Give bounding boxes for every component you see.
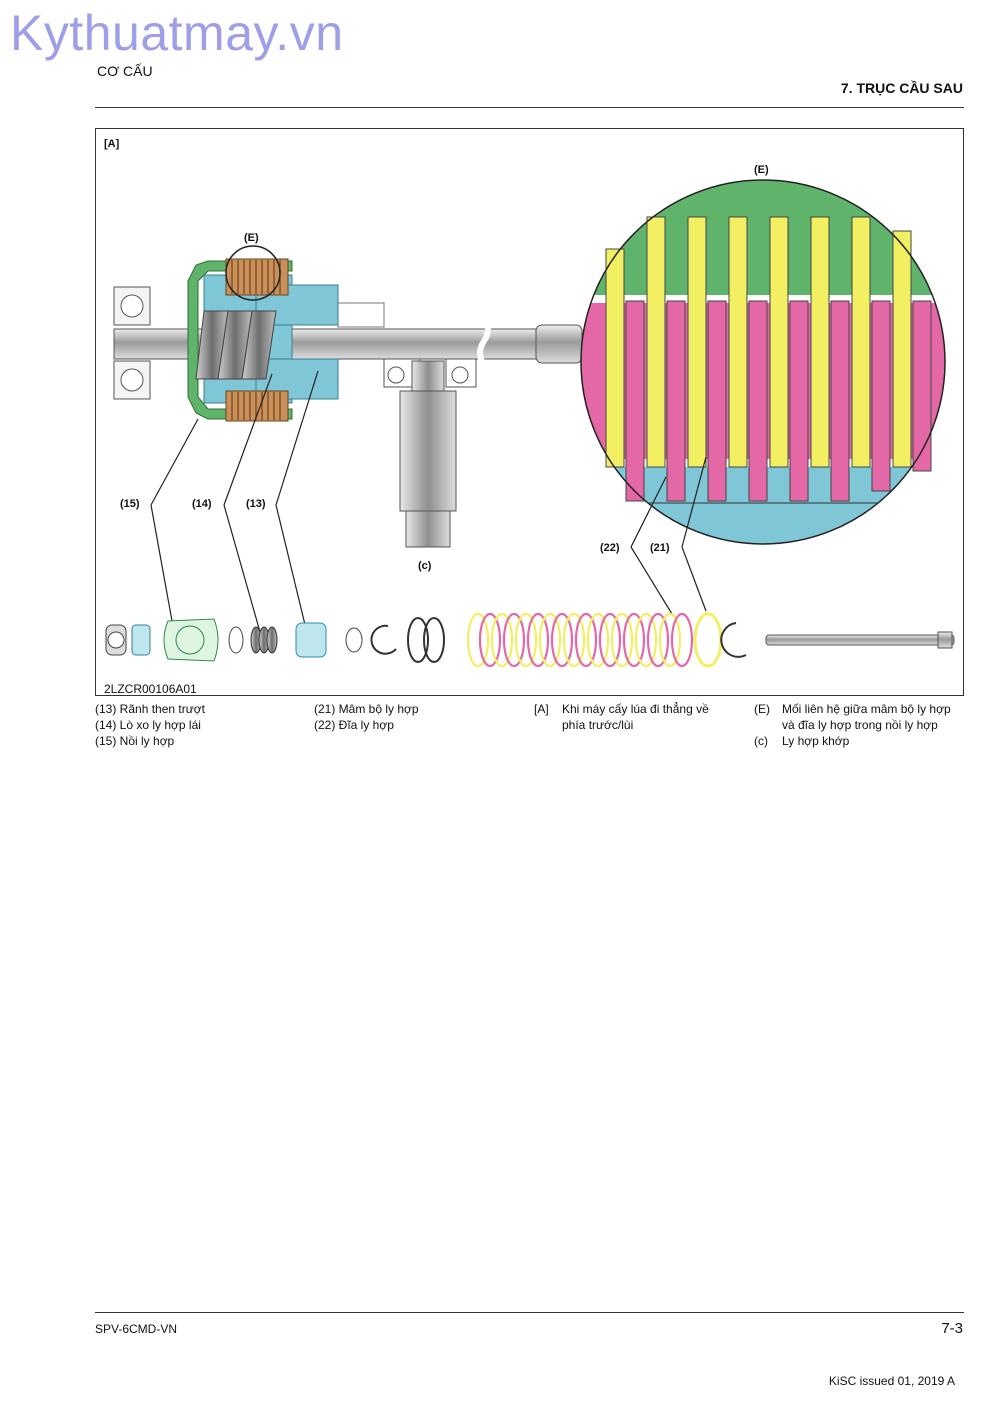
clutch-disc-ring: [574, 612, 598, 668]
clutch-plate-ring: [693, 612, 723, 668]
clutch-plate-ring: [514, 612, 538, 668]
clutch-spring-14: [195, 310, 277, 380]
legend-key: (E): [754, 702, 770, 716]
figure-code: 2LZCR00106A01: [104, 682, 197, 696]
clutch-disc-ring: [502, 612, 526, 668]
clutch-disc-ring: [622, 612, 646, 668]
watermark: Kythuatmay.vn: [10, 5, 344, 61]
legend-text: Ly hợp khớp: [782, 734, 850, 748]
legend-item-14: (14) Lò xo ly hợp lái: [95, 718, 201, 732]
callout-13: (13): [246, 498, 266, 510]
tag-E-big: (E): [754, 164, 769, 176]
zoom-circle: [580, 179, 946, 545]
callout-15: (15): [120, 498, 140, 510]
clutch-disc-ring: [550, 612, 574, 668]
leader-lines: [150, 370, 707, 644]
clutch-diagram: [A] (E) (E) (15) (14) (13) (c) (22) (21)…: [104, 138, 955, 696]
clutch-disc-ring: [526, 612, 550, 668]
legend-text: Mối liên hệ giữa mâm bộ ly hợp và đĩa ly…: [782, 702, 951, 732]
tag-A: [A]: [104, 138, 120, 150]
legend-col3: [A] Khi máy cấy lúa đi thẳng về phía trư…: [534, 701, 734, 733]
footer-rule: [95, 1312, 964, 1313]
left-bearing: [113, 286, 151, 400]
vertical-shaft: [383, 358, 477, 548]
callout-22: (22): [600, 542, 620, 554]
legend-item-A: [A] Khi máy cấy lúa đi thẳng về phía trư…: [534, 701, 734, 733]
section-title: CƠ CẤU: [97, 63, 153, 79]
clutch-disc-ring: [478, 612, 502, 668]
legend-text: Khi máy cấy lúa đi thẳng về phía trước/l…: [562, 702, 709, 732]
legend-item-E: (E) Mối liên hệ giữa mâm bộ ly hợp và đĩ…: [754, 701, 964, 733]
legend-col2: (21) Mâm bộ ly hợp (22) Đĩa ly hợp: [314, 701, 524, 733]
clutch-plate-ring: [562, 612, 586, 668]
page-number: 7-3: [941, 1320, 963, 1337]
clutch-plate-ring: [658, 612, 682, 668]
legend-item-22: (22) Đĩa ly hợp: [314, 718, 394, 732]
clutch-figure: [A] (E) (E) (15) (14) (13) (c) (22) (21)…: [95, 128, 964, 696]
clutch-plate-ring: [610, 612, 634, 668]
issued-note: KiSC issued 01, 2019 A: [828, 1374, 955, 1388]
clutch-plate-ring: [586, 612, 610, 668]
legend-item-c: (c) Ly hợp khớp: [754, 733, 964, 749]
legend-item-15: (15) Nồi ly hợp: [95, 734, 175, 748]
main-shaft: [113, 328, 583, 360]
callout-14: (14): [192, 498, 212, 510]
clutch-housing: [187, 245, 339, 422]
clutch-disc-ring: [598, 612, 622, 668]
clutch-disc-ring: [670, 612, 694, 668]
legend-item-21: (21) Mâm bộ ly hợp: [314, 702, 419, 716]
clutch-plate-ring: [490, 612, 514, 668]
legend-item-13: (13) Rãnh then trượt: [95, 702, 205, 716]
exploded-parts: [105, 612, 955, 668]
callout-c: (c): [418, 560, 432, 572]
callout-21: (21): [650, 542, 670, 554]
chapter-title: 7. TRỤC CẦU SAU: [840, 80, 963, 96]
doc-code: SPV-6CMD-VN: [95, 1322, 178, 1336]
legend-key: [A]: [534, 702, 549, 716]
legend-col1: (13) Rãnh then trượt (14) Lò xo ly hợp l…: [95, 701, 305, 749]
tag-E-small: (E): [244, 232, 259, 244]
legend-key: (c): [754, 734, 768, 748]
legend-col4: (E) Mối liên hệ giữa mâm bộ ly hợp và đĩ…: [754, 701, 964, 749]
clutch-plate-ring: [634, 612, 658, 668]
clutch-plate-ring: [466, 612, 490, 668]
header-rule: [95, 107, 964, 108]
clutch-disc-ring: [646, 612, 670, 668]
clutch-plate-ring: [538, 612, 562, 668]
